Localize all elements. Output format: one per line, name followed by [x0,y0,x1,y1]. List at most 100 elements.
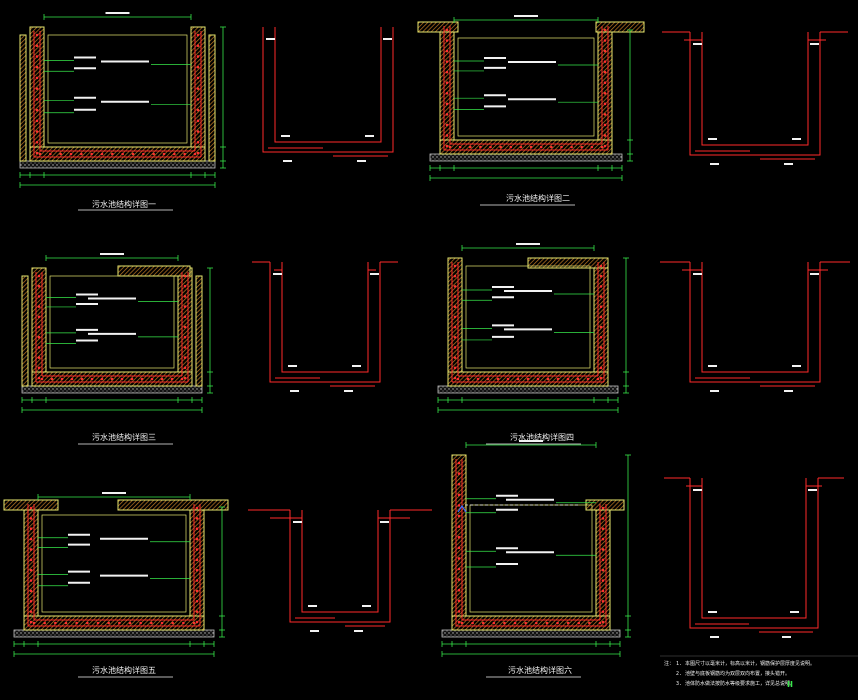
inner-lining [469,504,593,613]
rebar-dot [599,264,603,268]
rebar-dot [86,621,89,625]
section-6-accents [457,504,580,513]
rebar-dot [499,145,502,149]
rebar-dot [173,152,176,156]
rebar-dot [601,589,605,593]
rebar-dot [457,567,461,571]
rebar-dot [75,621,78,625]
rebar-dot [162,152,166,156]
section-caption-2: 污水池结构详图二 [506,194,570,203]
rebar-dot [160,377,164,381]
rebar-dot [457,482,461,486]
section-1 [19,12,226,211]
rebar-dot [603,144,607,148]
section-6 [441,440,631,678]
section-5 [3,492,229,678]
rebar-dot [603,91,607,95]
rebar-dot [445,123,449,127]
base-slab [29,146,206,162]
rebar-dot [37,376,41,380]
rebar-dot [457,525,461,528]
cover-slab-left [417,21,459,33]
base-course [19,160,216,169]
rebar-dot [142,152,145,156]
rebar-dot [601,548,605,551]
rebar-dot [603,81,607,85]
rebar-dot [37,295,41,298]
rebar-dot [107,621,110,625]
rebar-dot [196,119,200,123]
rebar-dot [29,620,33,624]
rebar-dot [550,145,553,149]
rebar-dot [183,325,187,329]
rebar-dot [526,377,530,381]
rebar-dot [601,517,605,520]
rebar-dot [445,60,449,63]
rebar-dot [35,55,39,58]
base-course [429,153,623,162]
rebar-dot [37,366,41,370]
rebar-dot [545,621,549,625]
section-caption-5: 污水池结构详图五 [92,666,156,675]
rebar-dot [603,102,607,106]
rebar-dot [195,568,199,572]
rebar-dot [577,621,581,625]
rebar-dot [476,377,480,381]
base-slab [23,615,205,631]
rebar-dot [599,356,603,359]
rebar-dot [29,568,33,572]
rebar-dot [35,33,39,37]
rebar-dot [196,33,200,37]
rebar-dot [195,517,199,520]
rebar-dot [596,377,600,381]
rebar-inner-u [701,32,809,146]
rebar-outer-u [269,262,381,383]
rebar-dot [150,377,154,381]
rebar-diagram-6 [664,477,844,638]
inner-lining [47,34,188,144]
section-caption-1: 污水池结构详图一 [92,200,156,209]
rebar-dot [453,366,457,370]
rebar-dot [524,621,527,625]
inner-lining [457,37,595,137]
rebar-dot [539,145,543,149]
outer-wall-right [195,275,203,387]
rebar-dot [453,305,457,309]
rebar-dot [183,366,187,370]
rebar-dot [37,335,41,339]
rebar-dot [599,335,603,339]
rebar-dot [570,145,573,149]
rebar-dot [29,589,33,593]
rebar-dot [453,356,457,359]
rebar-dot [96,621,100,625]
outer-wall-right [208,34,216,162]
rebar-dot [183,305,187,308]
rebar-dot [131,152,135,156]
rebar-dot [37,325,41,329]
rebar-dot [466,377,470,381]
rebar-dot [457,546,461,550]
rebar-diagram-5 [248,509,432,632]
rebar-dot [603,123,607,127]
rebar-dot [457,472,461,475]
rebar-dot [601,620,605,624]
rebar-dot [457,535,461,539]
rebar-dot [37,274,41,278]
rebar-dot [580,145,584,149]
rebar-outer-u [689,32,821,156]
rebar-dot [453,335,457,339]
rebar-dot [448,145,452,149]
rebar-dot [445,134,449,137]
rebar-dot [599,285,603,288]
rebar-dot [193,152,197,156]
rebar-dot [35,119,39,123]
left-wall [451,454,467,617]
rebar-dot [600,145,604,149]
inner-lining [49,275,175,369]
rebar-dot [64,621,68,625]
rebar-dot [457,599,461,603]
rebar-dot [35,76,39,80]
rebar-dot [556,377,560,381]
cover-slab-right [527,257,609,269]
